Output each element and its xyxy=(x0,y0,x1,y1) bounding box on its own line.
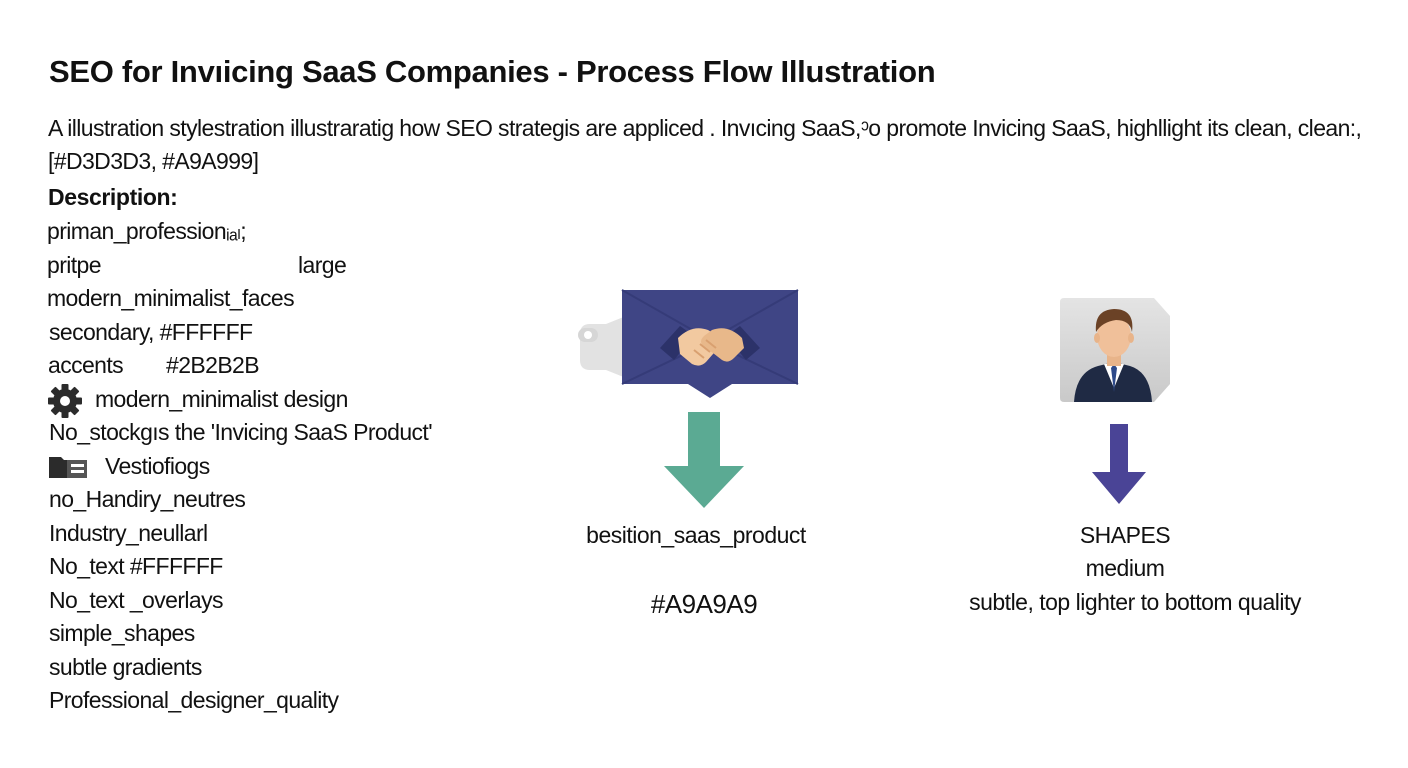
list-item: Professional_designer_quality xyxy=(47,684,432,718)
list-item: No_text #FFFFFF xyxy=(47,550,432,584)
folder-icon xyxy=(47,451,91,481)
list-item: simple_shapes xyxy=(47,617,432,651)
list-item-value: #2B2B2B xyxy=(166,352,260,378)
list-item-text: Vestiofiogs xyxy=(105,452,210,479)
person-avatar-icon xyxy=(1058,296,1172,404)
list-item: modern_minimalist_faces xyxy=(47,282,432,316)
list-item-text: accents xyxy=(48,352,124,378)
gear-icon xyxy=(47,384,83,419)
list-item: priman_professionᵢₐₗ; xyxy=(47,215,432,249)
list-item: no_Handiry_neutres xyxy=(47,483,432,517)
list-item: subtle gradients xyxy=(47,651,432,685)
list-item: No_text _overlays xyxy=(47,584,432,618)
list-item-text: No_text #FFFFFF xyxy=(49,553,223,579)
description-heading: Description: xyxy=(48,184,178,210)
list-item-text: pritpe xyxy=(47,251,102,278)
flow-right-label-medium: medium xyxy=(1085,555,1165,581)
list-item-value: large xyxy=(298,251,347,278)
list-item: accents #2B2B2B xyxy=(47,349,432,383)
page-title: SEO for Invıicing SaaS Companies - Proce… xyxy=(49,54,936,89)
list-item: No_stockgıs the 'Invicing SaaS Product' xyxy=(47,416,433,450)
list-item: Industry_neullarl xyxy=(47,517,432,551)
flow-left-label: besition_saas_product xyxy=(586,522,806,548)
list-item-text: subtle gradients xyxy=(49,653,202,680)
flow-right-label-shapes: SHAPES xyxy=(1079,522,1171,548)
list-item-text: simple_shapes xyxy=(49,620,195,646)
down-arrow-purple-icon xyxy=(1092,424,1146,504)
list-item-text: modern_minimalist design xyxy=(95,385,348,412)
list-item: Vestiofiogs xyxy=(47,450,432,484)
flow-right-label-quality: subtle, top lighter to bottom quality xyxy=(969,589,1301,615)
handshake-icon xyxy=(576,288,802,400)
page-subtitle: A illustration stylestration illustrarat… xyxy=(48,115,1362,174)
down-arrow-teal-icon xyxy=(664,412,744,508)
list-item-text: no_Handiry_neutres xyxy=(49,486,246,512)
list-item-text: modern_minimalist_faces xyxy=(47,285,295,311)
list-item-text: secondary, #FFFFFF xyxy=(49,318,253,345)
list-item-text: No_text _overlays xyxy=(49,586,223,613)
description-list: priman_professionᵢₐₗ; pritpe large modern… xyxy=(47,215,433,718)
flow-left-color-label: #A9A9A9 xyxy=(650,589,758,619)
list-item-text: No_stockgıs the 'Invicing SaaS Product' xyxy=(49,419,433,445)
list-item: secondary, #FFFFFF xyxy=(47,316,432,350)
list-item-text: Industry_neullarl xyxy=(49,519,208,546)
list-item: pritpe large xyxy=(47,249,432,283)
list-item-text: Professional_designer_quality xyxy=(49,687,339,713)
list-item: modern_minimalist design xyxy=(47,383,432,419)
list-item-text: priman_professionᵢₐₗ; xyxy=(47,218,247,244)
